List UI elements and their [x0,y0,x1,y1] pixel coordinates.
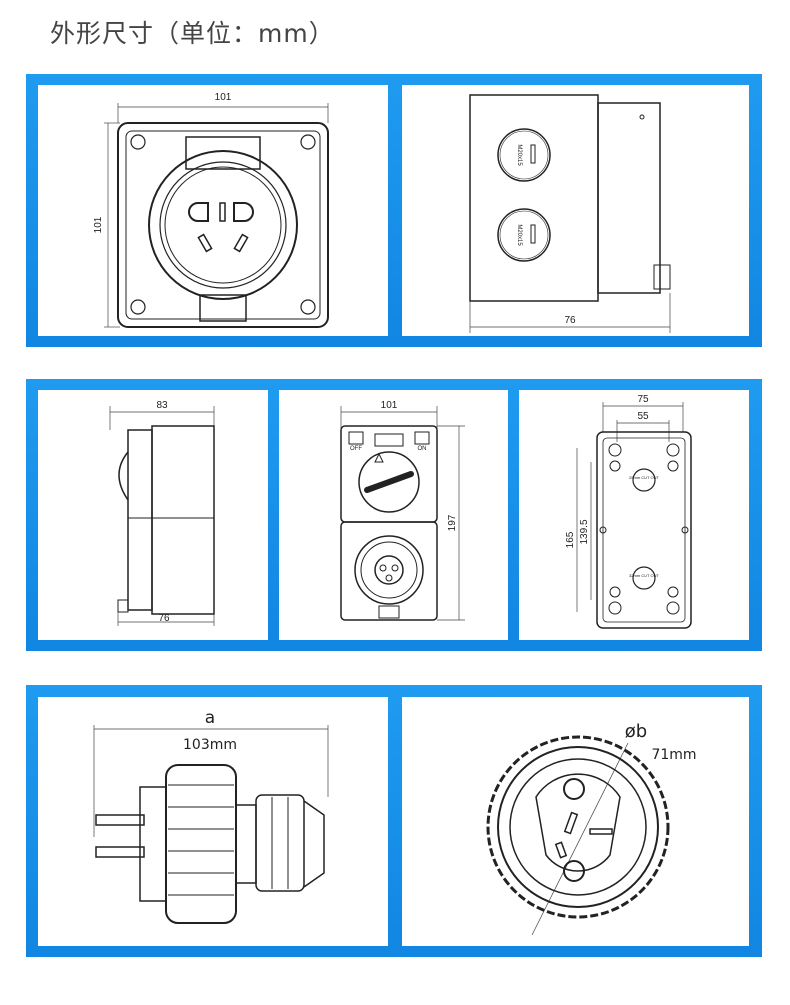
dim-height-label: 101 [93,216,104,233]
socket-front-drawing: 101 101 [93,92,329,328]
rotary-switch-icon [358,451,420,513]
plug-face-icon [486,735,670,919]
dim-value-label: 103mm [183,737,237,753]
dim-width-label: 101 [381,400,398,411]
socket-outlet-icon [354,535,424,605]
socket-front-drawing-panel: 101 101 [38,85,388,336]
dim-inner-label: 55 [637,411,649,422]
knockout-label-2: 32mm CUT OUT [629,573,659,578]
box-top-drawing-panel: M20x15 M20x15 76 [402,85,749,336]
dim-width-label: 76 [564,315,576,326]
plug-face-drawing: øb 71mm [486,721,697,936]
dim-height-outer-label: 165 [565,531,576,548]
dim-value-label: 71mm [651,747,696,763]
dim-symbol-label: a [205,708,215,728]
dim-outer-label: 75 [637,394,649,405]
dim-height-inner-label: 139.5 [579,519,590,544]
back-view-drawing-panel: 75 55 165 139.5 25mm CUT OUT 32mm CUT OU… [519,390,749,640]
gland-label-2: M20x15 [516,224,522,246]
dim-symbol-label: øb [625,721,647,742]
box-top-drawing: M20x15 M20x15 76 [469,94,671,333]
dim-width-label: 101 [215,92,232,103]
plug-side-drawing: a 103mm [93,708,329,924]
combo-front-drawing-panel: 101 197 OFF ON [279,390,508,640]
plug-side-drawing-panel: a 103mm [38,697,388,946]
knockout-label-1: 25mm CUT OUT [629,475,659,480]
switch-on-label: ON [418,446,427,452]
box-side-drawing-panel: 83 76 [38,390,268,640]
dim-top-label: 83 [156,400,168,411]
page-title: 外形尺寸（单位：mm） [50,19,335,48]
plug-face-drawing-panel: øb 71mm [402,697,749,946]
dim-bottom-label: 76 [158,613,170,624]
back-view-drawing: 75 55 165 139.5 25mm CUT OUT 32mm CUT OU… [565,394,692,629]
cable-gland-icon: M20x15 [497,208,551,262]
switch-off-label: OFF [350,446,362,452]
knockout-icon [632,468,656,492]
box-side-drawing: 83 76 [109,400,215,626]
dim-height-label: 197 [447,514,458,531]
plug-body-icon [165,764,237,924]
cable-gland-icon: M20x15 [497,128,551,182]
combo-front-drawing: 101 197 OFF ON [340,400,465,621]
knockout-icon [632,566,656,590]
gland-label-1: M20x15 [516,144,522,166]
